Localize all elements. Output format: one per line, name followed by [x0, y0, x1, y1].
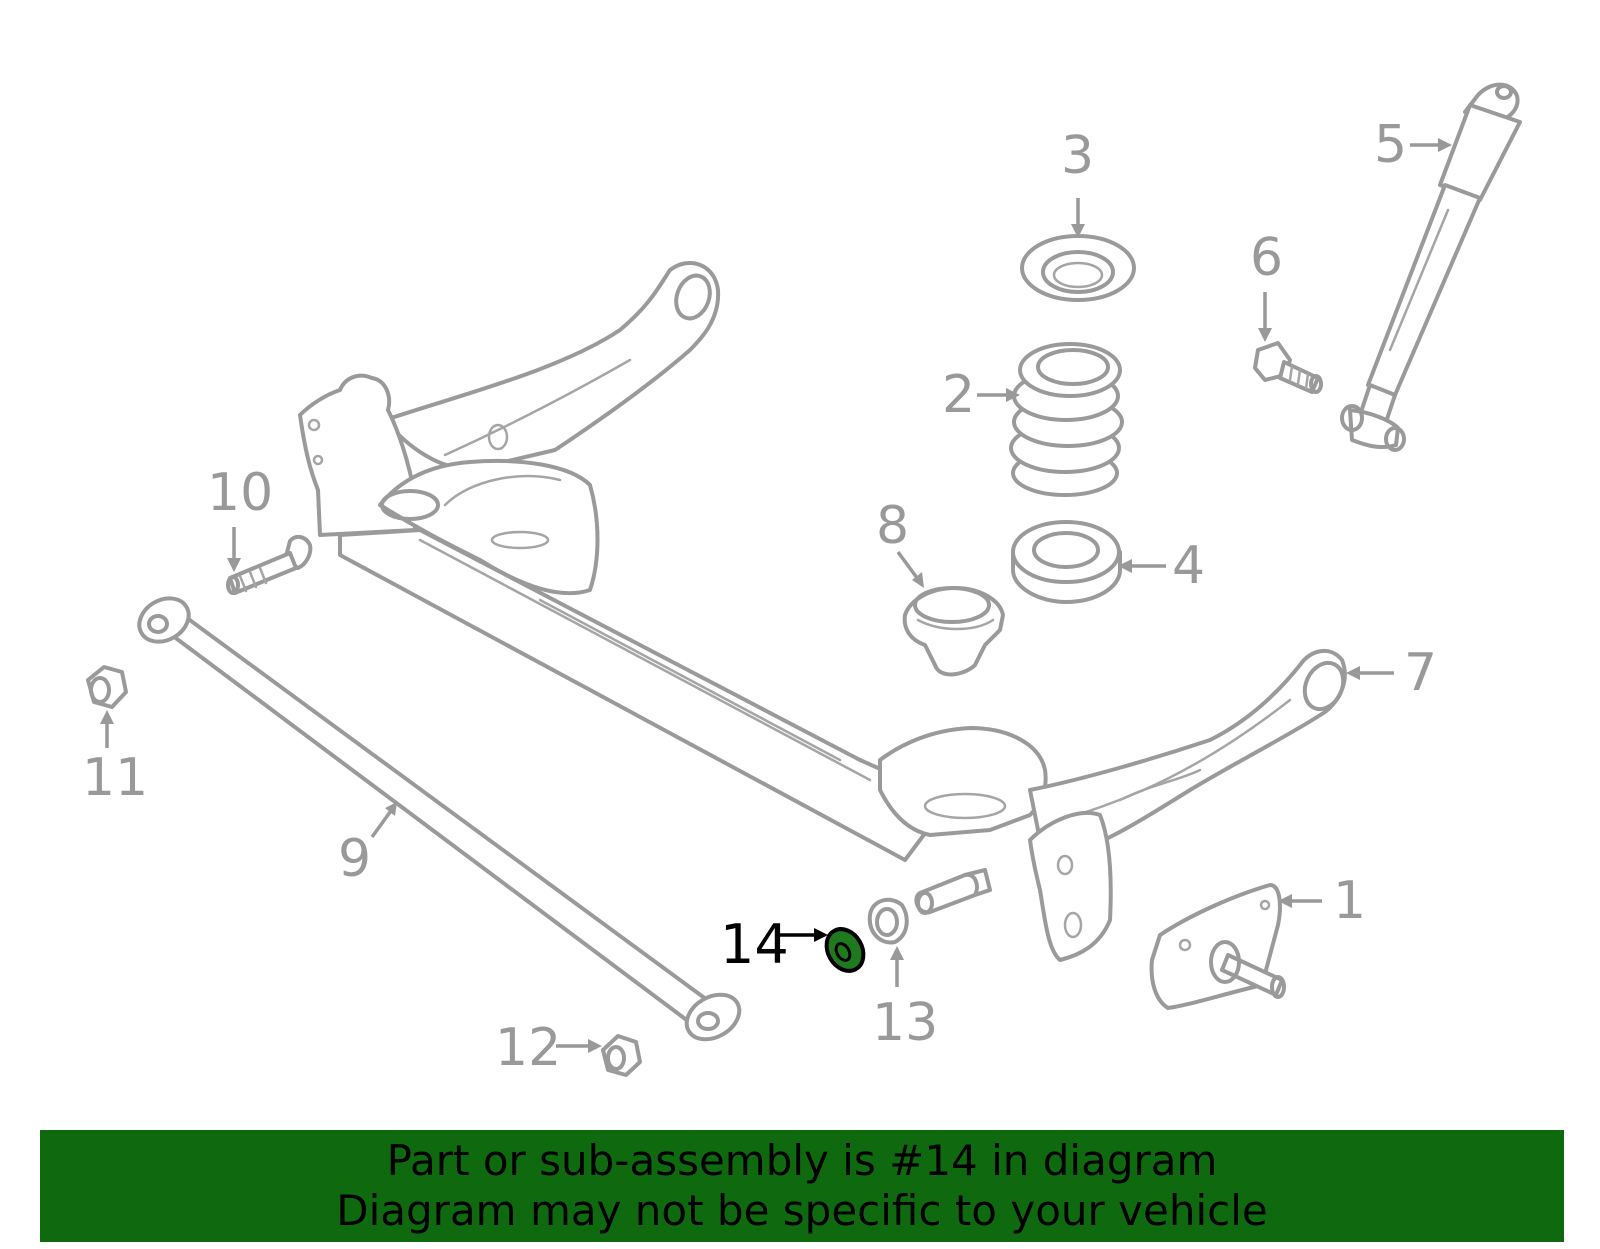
callout-13: 13: [872, 993, 938, 1053]
callout-14: 14: [720, 913, 789, 976]
upper-spring-seat: [1020, 234, 1136, 302]
highlighted-part-14: [824, 927, 866, 973]
bump-stop: [902, 586, 1005, 677]
bolt-part-10: [226, 534, 313, 595]
callout-11: 11: [82, 748, 148, 808]
spindle-part-1: [1149, 883, 1286, 1010]
callout-6: 6: [1250, 228, 1283, 288]
callout-labels: 1 2 3 4 5 6 7 8 9 10 11 12 13 14: [82, 115, 1437, 1078]
callout-3: 3: [1061, 126, 1094, 186]
bolt-part-6: [1253, 341, 1323, 394]
callout-4: 4: [1172, 536, 1205, 596]
callout-5: 5: [1374, 115, 1407, 175]
washer-part-13: [867, 897, 909, 945]
callout-2: 2: [942, 365, 975, 425]
callout-7: 7: [1404, 643, 1437, 703]
coil-spring: [1009, 342, 1124, 497]
arrow-9: [370, 806, 395, 839]
callout-1: 1: [1333, 871, 1366, 931]
banner-line-2: Diagram may not be specific to your vehi…: [336, 1186, 1268, 1235]
info-banner: Part or sub-assembly is #14 in diagram D…: [40, 1130, 1564, 1242]
nut-part-12: [601, 1034, 642, 1077]
callout-8: 8: [876, 496, 909, 556]
shock-absorber: [1340, 82, 1522, 452]
callout-arrows: [100, 138, 1452, 1053]
callout-12: 12: [495, 1018, 561, 1078]
axle-beam-assembly: [298, 260, 1347, 962]
callout-9: 9: [338, 829, 371, 889]
nut-part-11: [86, 665, 128, 709]
lower-spring-seat: [1011, 520, 1122, 604]
track-bar: [137, 596, 742, 1042]
banner-line-1: Part or sub-assembly is #14 in diagram: [386, 1136, 1218, 1185]
callout-10: 10: [207, 463, 273, 523]
